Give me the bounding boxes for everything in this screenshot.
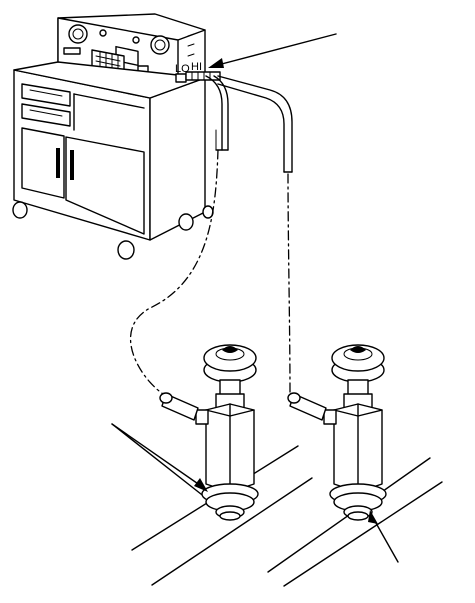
lo-hose-route	[129, 149, 219, 397]
callout-arrow-right-valve	[368, 510, 399, 563]
cart-cabinet	[13, 61, 206, 241]
left-gauge	[68, 24, 88, 44]
right-valve-assembly	[287, 344, 387, 521]
callout-arrow-left-valve	[111, 423, 208, 492]
cart-wheels	[12, 201, 214, 260]
port-label-lo: LO	[175, 63, 190, 75]
test-cart: LO HI	[12, 13, 221, 260]
hi-hose	[217, 75, 293, 173]
port-label-hi: HI	[191, 61, 202, 73]
callout-arrow-top	[208, 33, 337, 68]
left-valve-assembly	[159, 344, 259, 521]
right-gauge	[150, 35, 170, 55]
hi-hose-route	[287, 173, 291, 393]
hose-fittings: LO HI	[175, 61, 221, 83]
lo-hose	[205, 75, 229, 151]
